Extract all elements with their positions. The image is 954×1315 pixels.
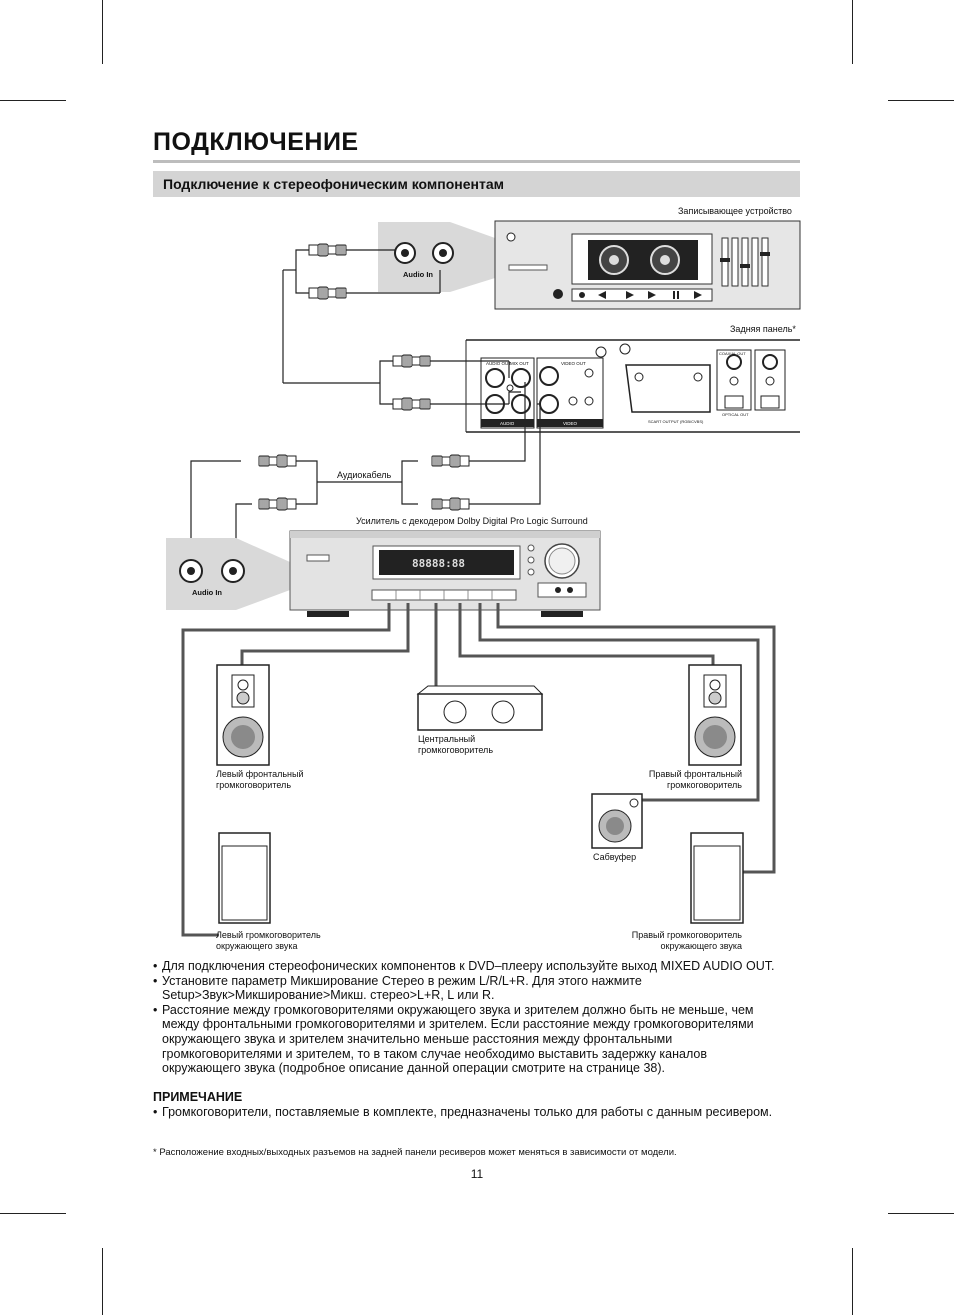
panel-mix-out-label: MIX OUT bbox=[510, 361, 529, 366]
center-speaker-label-2: громкоговоритель bbox=[418, 745, 494, 755]
front-right-speaker bbox=[688, 664, 742, 766]
amp-audio-in-label: Audio In bbox=[192, 588, 222, 597]
front-left-speaker bbox=[216, 664, 270, 766]
rear-panel-label: Задняя панель* bbox=[730, 324, 796, 334]
crop-mark bbox=[102, 0, 103, 64]
surround-right-label-2: окружающего звука bbox=[660, 941, 742, 951]
recording-device: Audio In bbox=[378, 220, 801, 310]
front-left-label-1: Левый фронтальный bbox=[216, 769, 304, 779]
crop-mark bbox=[0, 1213, 66, 1214]
front-right-label-1: Правый фронтальный bbox=[648, 769, 742, 779]
instruction-item: Установите параметр Микширование Стерео … bbox=[153, 974, 667, 1003]
page-number: 11 bbox=[470, 1167, 484, 1181]
panel-coaxial-label: COAXIAL OUT bbox=[719, 351, 746, 356]
note-item: Громкоговорители, поставляемые в комплек… bbox=[153, 1105, 813, 1120]
crop-mark bbox=[852, 0, 853, 64]
audio-cables bbox=[190, 249, 541, 566]
panel-video-out-label: VIDEO OUT bbox=[561, 361, 586, 366]
panel-audio-out-label: AUDIO OUT bbox=[486, 361, 511, 366]
title-rule bbox=[153, 160, 800, 163]
surround-right-speaker bbox=[690, 832, 744, 924]
instruction-item: Для подключения стереофонических компоне… bbox=[153, 959, 813, 974]
amplifier: Audio In 88888:88 bbox=[166, 530, 601, 617]
section-title: Подключение к стереофоническим компонент… bbox=[163, 176, 504, 192]
amplifier-label: Усилитель с декодером Dolby Digital Pro … bbox=[356, 516, 588, 526]
page-title: ПОДКЛЮЧЕНИЕ bbox=[153, 128, 359, 156]
surround-left-speaker bbox=[218, 832, 271, 924]
front-left-label-2: громкоговоритель bbox=[216, 780, 292, 790]
section-bar: Подключение к стереофоническим компонент… bbox=[153, 171, 800, 197]
amp-display: 88888:88 bbox=[412, 557, 465, 570]
note-title: ПРИМЕЧАНИЕ bbox=[153, 1090, 243, 1104]
crop-mark bbox=[888, 1213, 954, 1214]
surround-left-label-1: Левый громкоговоритель bbox=[216, 930, 321, 940]
panel-scart-label: SCART OUTPUT (RGB/CVBS) bbox=[648, 419, 704, 424]
footnote: * Расположение входных/выходных разъемов… bbox=[153, 1147, 677, 1158]
panel-audio-label: AUDIO bbox=[500, 421, 515, 426]
front-right-label-2: громкоговоритель bbox=[666, 780, 742, 790]
surround-right-label-1: Правый громкоговоритель bbox=[631, 930, 742, 940]
scart-connector bbox=[625, 364, 711, 413]
dvd-rear-panel: AUDIO OUT MIX OUT VIDEO OUT AUDIO VIDEO … bbox=[465, 339, 800, 433]
crop-mark bbox=[852, 1248, 853, 1315]
crop-mark bbox=[0, 100, 66, 101]
crop-mark bbox=[102, 1248, 103, 1315]
center-speaker bbox=[416, 685, 544, 731]
panel-optical-label: OPTICAL OUT bbox=[722, 412, 749, 417]
center-speaker-label-1: Центральный bbox=[418, 734, 476, 744]
connection-diagram: Audio In bbox=[166, 220, 801, 937]
crop-mark bbox=[888, 100, 954, 101]
audio-in-label: Audio In bbox=[403, 270, 433, 279]
surround-left-label-2: окружающего звука bbox=[216, 941, 298, 951]
subwoofer-label: Сабвуфер bbox=[593, 852, 637, 862]
subwoofer bbox=[591, 793, 643, 849]
audio-cable-label: Аудиокабель bbox=[337, 470, 392, 480]
panel-video-label: VIDEO bbox=[563, 421, 578, 426]
instructions-list: Для подключения стереофонических компоне… bbox=[153, 959, 813, 1076]
instruction-item: Расстояние между громкоговорителями окру… bbox=[153, 1003, 770, 1076]
recording-device-label: Записывающее устройство bbox=[678, 206, 792, 216]
note-list: Громкоговорители, поставляемые в комплек… bbox=[153, 1105, 813, 1120]
